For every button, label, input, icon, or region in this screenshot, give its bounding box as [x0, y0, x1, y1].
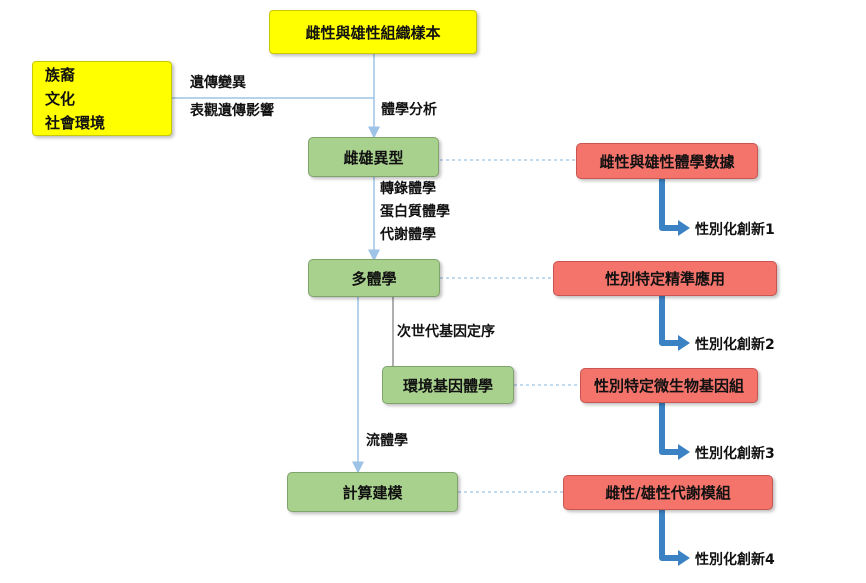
elbow-arrow-1: [659, 179, 690, 236]
result-box-4: 雌性/雄性代謝模組: [563, 475, 773, 510]
label-epigenetic-influence: 表觀遺傳影響: [190, 103, 274, 119]
result-label-4: 雌性/雄性代謝模組: [605, 484, 731, 502]
sexual-dimorphism-box: 雌雄異型: [308, 137, 439, 177]
computational-modeling-box: 計算建模: [287, 472, 458, 512]
multiomics-label: 多體學: [351, 269, 397, 288]
innovation-label-1: 性別化創新1: [695, 222, 775, 238]
label-metabolomics: 代謝體學: [380, 227, 436, 243]
elbow-arrow-2: [659, 296, 690, 351]
sexual-dimorphism-label: 雌雄異型: [343, 148, 404, 167]
multiomics-box: 多體學: [308, 259, 440, 297]
factor-culture: 文化: [45, 89, 76, 108]
tissue-samples-box: 雌性與雄性組織樣本: [269, 10, 477, 54]
result-box-2: 性別特定精準應用: [553, 261, 777, 296]
tissue-samples-label: 雌性與雄性組織樣本: [305, 23, 441, 42]
factor-social-environment: 社會環境: [45, 113, 106, 132]
label-proteomics: 蛋白質體學: [380, 204, 450, 220]
environmental-genomics-label: 環境基因體學: [402, 376, 493, 395]
result-box-3: 性別特定微生物基因組: [580, 368, 758, 403]
factor-ethnicity: 族裔: [45, 65, 76, 84]
label-next-gen-sequencing: 次世代基因定序: [397, 324, 495, 340]
label-omics-analysis: 體學分析: [381, 102, 437, 118]
result-box-1: 雌性與雄性體學數據: [576, 143, 758, 179]
label-genetic-variation: 遺傳變異: [190, 75, 246, 91]
result-label-2: 性別特定精準應用: [604, 270, 725, 288]
elbow-arrow-4: [659, 510, 690, 566]
result-label-1: 雌性與雄性體學數據: [599, 152, 735, 171]
innovation-label-2: 性別化創新2: [695, 337, 775, 353]
environmental-genomics-box: 環境基因體學: [382, 366, 514, 404]
elbow-arrow-3: [659, 403, 690, 460]
label-transcriptomics: 轉錄體學: [380, 181, 436, 197]
result-label-3: 性別特定微生物基因組: [593, 377, 744, 395]
innovation-label-3: 性別化創新3: [695, 446, 775, 462]
sociocultural-factors-box: 族裔 文化 社會環境: [32, 61, 172, 136]
computational-modeling-label: 計算建模: [342, 483, 403, 502]
innovation-label-4: 性別化創新4: [695, 552, 775, 568]
label-fluxomics: 流體學: [366, 433, 408, 449]
